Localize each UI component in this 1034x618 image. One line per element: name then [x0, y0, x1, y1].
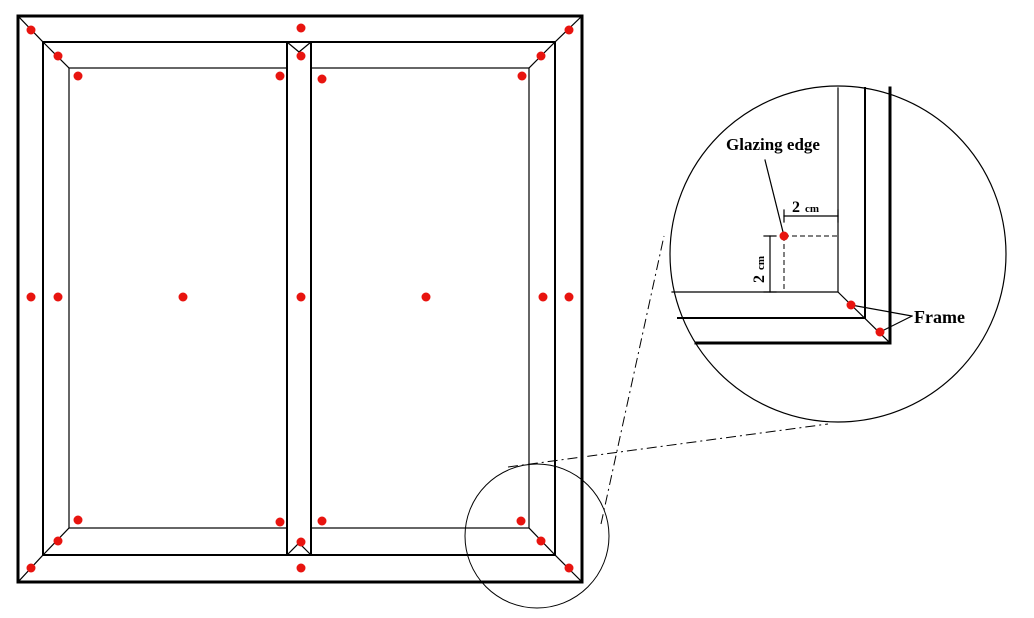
measurement-point: [564, 25, 574, 35]
measurement-point: [875, 327, 885, 337]
measurement-point: [517, 71, 527, 81]
measurement-point: [296, 563, 306, 573]
measurement-point: [317, 74, 327, 84]
left-pane-glazing: [68, 67, 288, 529]
measurement-point: [564, 292, 574, 302]
detail-frame-middle: [677, 87, 866, 319]
measurement-point: [564, 563, 574, 573]
miter-line: [286, 41, 300, 53]
magnifier-source-circle: [464, 463, 610, 609]
glazing-edge-label: Glazing edge: [726, 135, 820, 154]
frame-label: Frame: [914, 307, 965, 327]
measurement-point: [536, 536, 546, 546]
measurement-point: [26, 563, 36, 573]
measurement-point: [296, 51, 306, 61]
magnifier-detail-circle: [669, 85, 1007, 423]
frame-leader: [879, 315, 913, 333]
measurement-point: [275, 517, 285, 527]
miter-line: [298, 41, 312, 53]
measurement-point: [296, 292, 306, 302]
measurement-point: [296, 537, 306, 547]
magnifier-connector-lower: [600, 235, 665, 525]
measurement-point: [421, 292, 431, 302]
right-pane-glazing: [310, 67, 530, 529]
outer-frame-edge: [16, 14, 584, 584]
glazing-edge-leader: [764, 159, 785, 237]
magnifier: [464, 85, 1007, 609]
measurement-point: [26, 292, 36, 302]
measurement-point: [73, 515, 83, 525]
measurement-point: [26, 25, 36, 35]
measurement-point: [317, 516, 327, 526]
measurement-point: [536, 51, 546, 61]
measurement-points: [26, 23, 885, 573]
dim-vertical-label: 2cm: [751, 256, 768, 283]
measurement-point: [73, 71, 83, 81]
measurement-point: [53, 292, 63, 302]
measurement-point: [779, 231, 789, 241]
measurement-point: [178, 292, 188, 302]
frame-leader: [850, 304, 913, 317]
measurement-point: [275, 71, 285, 81]
measurement-point: [846, 300, 856, 310]
measurement-point: [296, 23, 306, 33]
miter-line: [286, 542, 300, 556]
magnifier-connector-upper: [507, 423, 829, 468]
measurement-point: [516, 516, 526, 526]
measurement-point: [53, 536, 63, 546]
measurement-point: [53, 51, 63, 61]
measurement-point: [538, 292, 548, 302]
